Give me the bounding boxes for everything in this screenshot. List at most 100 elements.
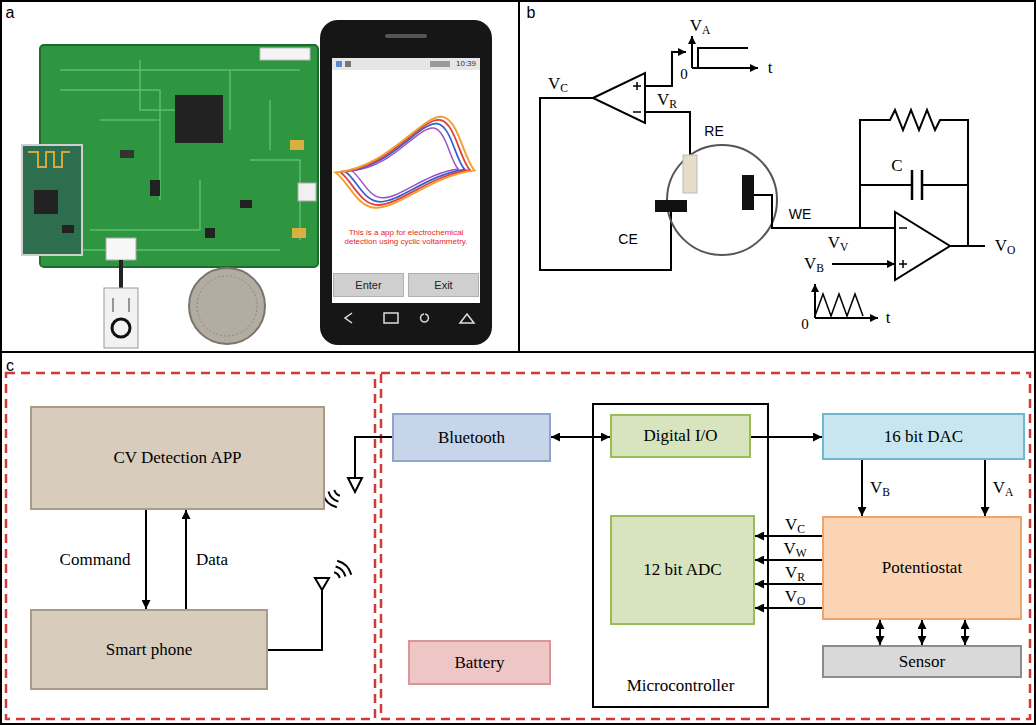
potentiostat-circuit <box>899 228 907 268</box>
bluetooth-board <box>22 145 82 255</box>
sensor-strip <box>104 238 138 348</box>
node-label: Bluetooth <box>438 428 505 448</box>
sensor-strip <box>106 238 136 260</box>
edge-label: Command <box>58 551 133 570</box>
cv-curves <box>340 120 470 205</box>
signal-label: VB <box>804 255 824 274</box>
potentiostat-circuit <box>655 200 687 212</box>
connector-arrow <box>751 436 822 438</box>
pcb-board <box>260 48 310 60</box>
coin <box>197 276 257 336</box>
bluetooth-board <box>22 145 82 255</box>
node-label: Enter <box>355 279 381 292</box>
potentiostat-circuit <box>540 98 671 270</box>
potentiostat-circuit <box>645 112 690 155</box>
node-label: Digital I/O <box>643 426 717 446</box>
panel-frame <box>518 1 520 352</box>
node-label: CV Detection APP <box>113 448 241 468</box>
potentiostat-circuit <box>593 73 645 123</box>
connector-arrow <box>921 620 923 645</box>
signal-label: t <box>768 59 773 78</box>
edge-label: VO <box>783 588 808 607</box>
potentiostat-circuit <box>754 195 895 228</box>
antenna-symbol <box>323 490 340 507</box>
antenna-symbol <box>315 578 329 590</box>
signal-label: a <box>6 4 15 22</box>
edge-label: VA <box>991 479 1016 498</box>
signal-label: RE <box>704 124 723 139</box>
signal-label: VC <box>548 75 568 94</box>
pcb-board <box>60 60 300 250</box>
node-label: 16 bit DAC <box>884 427 963 447</box>
smart-phone <box>332 58 480 303</box>
pcb-board <box>175 95 223 143</box>
smart-phone <box>345 61 351 67</box>
signal-label: 0 <box>680 66 688 83</box>
edge-label: VW <box>781 540 808 559</box>
pcb-board <box>292 228 306 238</box>
node-label: Smart phone <box>106 640 192 660</box>
smart-phone <box>430 61 450 67</box>
sensor-strip <box>112 319 130 337</box>
potentiostat-circuit <box>645 52 686 86</box>
signal-label: VO <box>995 237 1016 256</box>
connector-arrow <box>185 510 187 609</box>
bluetooth-board <box>62 225 74 233</box>
potentiostat-circuit <box>691 36 693 68</box>
potentiostat-circuit <box>860 110 968 246</box>
potentiostat-block: Potentiostat <box>822 516 1022 620</box>
microcontroller-box: MicrocontrollerDigital I/O12 bit ADC <box>592 403 769 708</box>
connector-arrow <box>551 436 610 438</box>
node-label: Exit <box>434 279 452 292</box>
dac-block: 16 bit DAC <box>822 413 1025 460</box>
coin <box>189 268 265 344</box>
bluetooth-board <box>34 190 58 214</box>
signal-label: CE <box>618 232 637 247</box>
app-button: Exit <box>408 273 479 297</box>
bluetooth-board <box>28 152 70 167</box>
edge-label: Data <box>194 551 230 570</box>
potentiostat-circuit <box>815 294 863 316</box>
region-outline <box>6 373 1030 719</box>
signal-label: 0 <box>801 316 809 333</box>
panel-frame <box>1 351 1035 353</box>
connector-arrow <box>879 620 881 645</box>
pcb-board <box>120 150 134 158</box>
sensor-strip <box>104 288 138 348</box>
signal-label: t <box>886 309 891 328</box>
potentiostat-circuit <box>815 317 878 319</box>
connector-arrow <box>755 559 822 561</box>
edge-label: VC <box>783 516 807 535</box>
signal-label: WE <box>789 207 812 222</box>
app-button: Enter <box>333 273 404 297</box>
potentiostat-circuit <box>742 175 754 210</box>
antenna-symbol <box>348 478 362 492</box>
battery-box: Battery <box>408 640 551 685</box>
antenna-symbol <box>268 590 322 650</box>
antenna-symbol <box>355 437 392 478</box>
smart-phone <box>320 20 492 345</box>
cv-curves <box>345 124 465 202</box>
pcb-board <box>290 140 304 150</box>
connector-arrow <box>755 535 822 537</box>
node-label: Battery <box>454 653 504 673</box>
sensor-box: Sensor <box>822 645 1022 678</box>
smart-phone <box>336 61 342 67</box>
sensor-strip <box>113 298 129 312</box>
signal-label: C <box>891 157 902 176</box>
potentiostat-circuit <box>860 184 968 186</box>
connector-arrow <box>964 620 966 645</box>
coin <box>189 268 265 344</box>
node-label: 12 bit ADC <box>643 560 721 580</box>
signal-label: VA <box>690 17 711 36</box>
signal-label: VV <box>828 234 849 253</box>
connector-arrow <box>145 510 147 609</box>
connector-arrow <box>755 583 822 585</box>
potentiostat-circuit <box>950 245 985 247</box>
potentiostat-circuit <box>698 48 748 68</box>
potentiostat-circuit <box>540 36 985 318</box>
